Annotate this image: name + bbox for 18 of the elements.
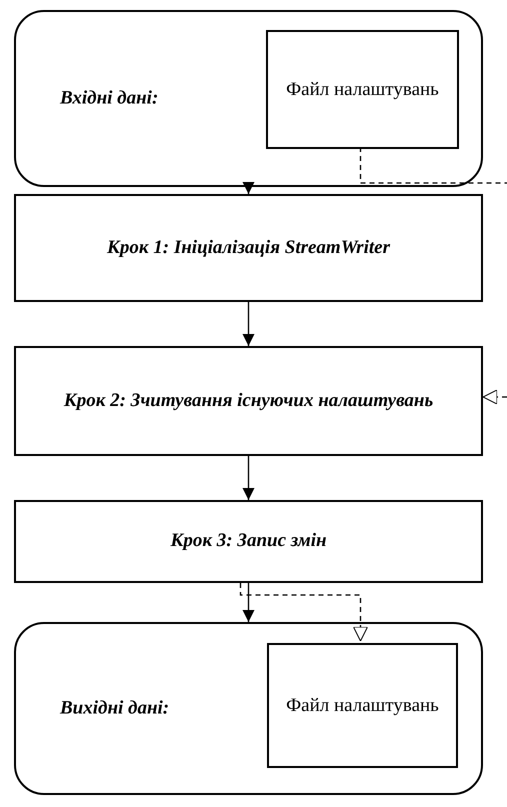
process-box [14, 346, 483, 456]
step-label: Крок 3: Запис змін [169, 529, 328, 554]
dashed-arrow [240, 583, 368, 642]
arrow [242, 182, 254, 194]
file-box: Файл налаштувань [267, 643, 458, 768]
arrow [242, 302, 254, 346]
process-box [14, 500, 483, 583]
step-label: Крок 1: Ініціалізація StreamWriter [106, 236, 392, 260]
arrow [242, 583, 254, 622]
file-box: Файл налаштувань [266, 30, 459, 149]
arrow [242, 456, 254, 500]
dashed-arrow [482, 390, 507, 404]
section-label: Вихідні дані: [58, 696, 170, 720]
step-label: Крок 2: Зчитування існуючих налаштувань [62, 388, 434, 413]
rounded-frame [14, 622, 483, 795]
section-label: Вхідні дані: [58, 86, 160, 110]
rounded-frame [14, 10, 483, 187]
process-box [14, 194, 483, 302]
